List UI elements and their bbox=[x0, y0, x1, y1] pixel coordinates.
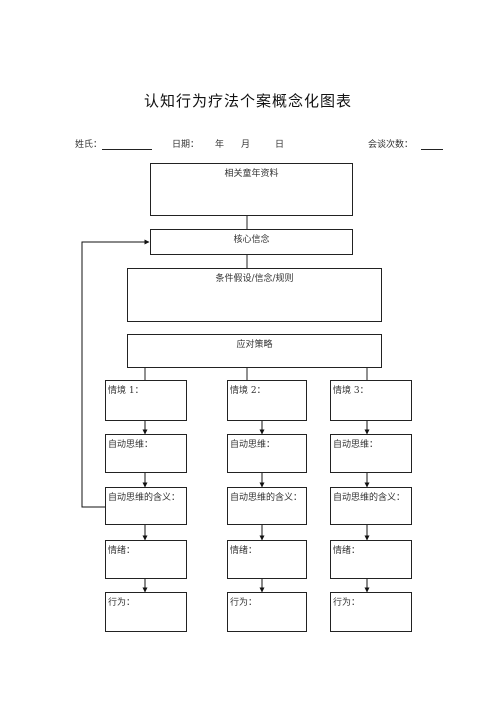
auto-thought-2-label: 自动思维： bbox=[230, 440, 276, 450]
meaning-3-box[interactable]: 自动思维的含义： bbox=[330, 487, 412, 525]
auto-thought-1-box[interactable]: 自动思维： bbox=[105, 434, 187, 473]
auto-thought-3-box[interactable]: 自动思维： bbox=[330, 434, 412, 473]
session-label: 会谈次数： bbox=[368, 140, 414, 150]
coping-strategies-label: 应对策略 bbox=[236, 340, 273, 350]
emotion-1-label: 情绪： bbox=[108, 546, 136, 556]
session-underline bbox=[421, 140, 444, 150]
name-underline bbox=[102, 140, 153, 150]
name-label: 姓氏： bbox=[75, 140, 103, 150]
situation-3-label: 情境 3： bbox=[333, 386, 369, 396]
behavior-3-label: 行为： bbox=[333, 598, 361, 608]
auto-thought-3-label: 自动思维： bbox=[333, 440, 379, 450]
auto-thought-2-box[interactable]: 自动思维： bbox=[227, 434, 307, 473]
emotion-1-box[interactable]: 情绪： bbox=[105, 540, 187, 579]
situation-3-box[interactable]: 情境 3： bbox=[330, 380, 412, 421]
assumptions-box[interactable]: 条件假设/信念/规则 bbox=[127, 268, 382, 322]
meaning-2-label: 自动思维的含义： bbox=[230, 493, 303, 503]
page-title: 认知行为疗法个案概念化图表 bbox=[143, 92, 352, 110]
assumptions-label: 条件假设/信念/规则 bbox=[215, 274, 294, 284]
auto-thought-1-label: 自动思维： bbox=[108, 440, 154, 450]
emotion-2-box[interactable]: 情绪： bbox=[227, 540, 307, 579]
childhood-data-label: 相关童年资料 bbox=[224, 169, 279, 179]
session-field[interactable]: 会谈次数： bbox=[368, 137, 444, 150]
meaning-1-label: 自动思维的含义： bbox=[108, 493, 181, 503]
situation-2-label: 情境 2： bbox=[230, 386, 266, 396]
date-label: 日期： bbox=[172, 140, 200, 150]
childhood-data-box[interactable]: 相关童年资料 bbox=[150, 163, 353, 216]
behavior-1-label: 行为： bbox=[108, 598, 136, 608]
meaning-3-label: 自动思维的含义： bbox=[333, 493, 406, 503]
name-field[interactable]: 姓氏： bbox=[75, 137, 153, 150]
date-day: 日 bbox=[275, 140, 285, 150]
date-year: 年 bbox=[215, 140, 225, 150]
coping-strategies-box[interactable]: 应对策略 bbox=[127, 334, 382, 368]
emotion-3-box[interactable]: 情绪： bbox=[330, 540, 412, 579]
date-month: 月 bbox=[241, 140, 251, 150]
behavior-1-box[interactable]: 行为： bbox=[105, 592, 187, 632]
meaning-2-box[interactable]: 自动思维的含义： bbox=[227, 487, 307, 525]
emotion-2-label: 情绪： bbox=[230, 546, 258, 556]
behavior-2-label: 行为： bbox=[230, 598, 258, 608]
core-belief-box[interactable]: 核心信念 bbox=[150, 229, 353, 255]
meaning-1-box[interactable]: 自动思维的含义： bbox=[105, 487, 187, 525]
situation-2-box[interactable]: 情境 2： bbox=[227, 380, 307, 421]
situation-1-label: 情境 1： bbox=[108, 386, 144, 396]
situation-1-box[interactable]: 情境 1： bbox=[105, 380, 187, 421]
behavior-3-box[interactable]: 行为： bbox=[330, 592, 412, 632]
behavior-2-box[interactable]: 行为： bbox=[227, 592, 307, 632]
core-belief-label: 核心信念 bbox=[233, 235, 270, 245]
emotion-3-label: 情绪： bbox=[333, 546, 361, 556]
